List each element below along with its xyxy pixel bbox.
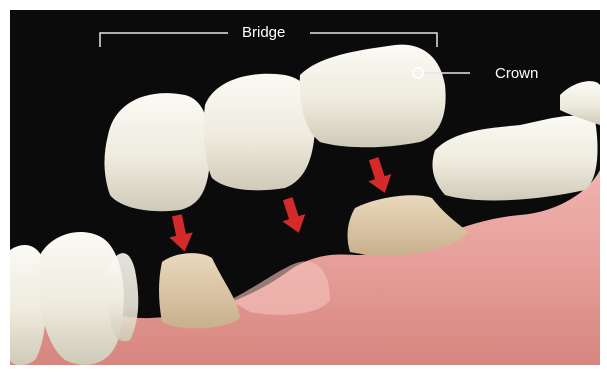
bridge-crown-middle: [204, 74, 316, 191]
bridge-label: Bridge: [242, 25, 285, 40]
crown-label: Crown: [495, 66, 538, 81]
bridge-crown-left: [104, 93, 210, 211]
